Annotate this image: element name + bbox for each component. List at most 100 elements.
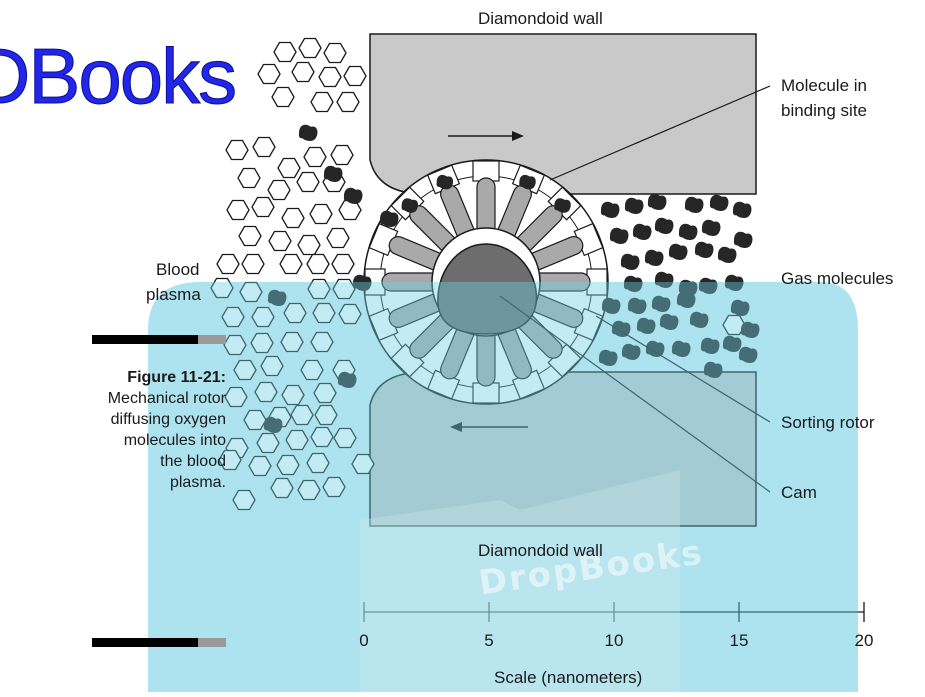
rotor-arm — [472, 327, 500, 404]
diamondoid-wall-bottom — [369, 371, 757, 527]
gas-molecule — [730, 299, 750, 316]
gas-molecule — [678, 223, 698, 240]
oxygen-molecule — [257, 63, 281, 85]
label-wall-top: Diamondoid wall — [478, 9, 603, 28]
gas-molecule — [722, 335, 742, 352]
gas-molecule — [701, 219, 721, 236]
oxygen-molecule — [233, 359, 257, 381]
oxygen-molecule — [251, 196, 275, 218]
gas-molecule — [717, 246, 737, 263]
rotor-arm — [527, 293, 604, 342]
oxygen-molecule — [281, 207, 305, 229]
oxygen-molecule — [277, 157, 301, 179]
oxygen-molecule — [268, 230, 292, 252]
oxygen-molecule — [260, 355, 284, 377]
gas-molecule — [733, 231, 753, 248]
oxygen-molecule — [290, 404, 314, 426]
rotor-arm — [368, 222, 445, 271]
bound-molecules — [401, 174, 571, 213]
gas-molecule — [598, 349, 618, 366]
scale-bar — [363, 602, 865, 622]
oxygen-molecule — [343, 65, 367, 87]
gas-molecule — [709, 194, 729, 211]
gas-molecule — [609, 227, 629, 244]
scale-tick-label: 20 — [854, 631, 874, 650]
gas-molecule — [676, 291, 696, 308]
gas-molecule — [611, 320, 631, 337]
oxygen-molecule — [306, 452, 330, 474]
label-cam: Cam — [781, 483, 817, 502]
gas-molecule — [671, 340, 691, 357]
oxygen-molecule — [309, 203, 333, 225]
oxygen-molecule — [313, 382, 337, 404]
gas-molecule — [632, 223, 652, 240]
gas-molecule — [379, 210, 399, 227]
gas-molecule — [600, 201, 620, 218]
oxygen-molecule — [303, 146, 327, 168]
oxygen-molecule — [248, 455, 272, 477]
gas-molecule — [267, 289, 287, 306]
oxygen-molecule — [273, 41, 297, 63]
leader-molecule — [549, 85, 771, 181]
gas-molecule — [624, 197, 644, 214]
gas-molecule — [298, 124, 318, 141]
sorting-rotor — [363, 159, 609, 405]
gas-molecule — [263, 416, 283, 433]
gas-molecule — [323, 165, 343, 182]
oxygen-molecule — [297, 234, 321, 256]
oxygen-molecule — [306, 253, 330, 275]
oxygen-molecule — [223, 334, 247, 356]
oxygen-molecule — [291, 61, 315, 83]
gas-molecule — [732, 201, 752, 218]
oxygen-molecule — [300, 359, 324, 381]
gas-molecule — [698, 277, 718, 294]
diamondoid-wall-top — [369, 33, 757, 195]
oxygen-molecule — [330, 144, 354, 166]
oxygen-molecule — [276, 454, 300, 476]
oxygen-molecule — [238, 225, 262, 247]
gas-molecule — [645, 340, 665, 357]
oxygen-molecule — [254, 381, 278, 403]
gas-molecule — [621, 343, 641, 360]
bound-molecule — [519, 174, 536, 190]
oxygen-molecule — [239, 281, 263, 303]
gas-molecule — [601, 297, 621, 314]
arrow-left-icon — [450, 422, 528, 432]
oxygen-molecule — [296, 171, 320, 193]
label-gas-molecules: Gas molecules — [781, 269, 894, 288]
rotor-arm — [472, 160, 500, 237]
oxygen-molecule — [336, 91, 360, 113]
gas-molecule — [659, 313, 679, 330]
oxygen-molecule — [226, 199, 250, 221]
gas-molecule — [647, 193, 667, 210]
gas-molecule — [352, 274, 372, 291]
oxygen-molecule — [310, 426, 334, 448]
gas-molecule — [620, 253, 640, 270]
gas-molecule — [703, 361, 723, 378]
oxygen-molecule — [218, 449, 242, 471]
oxygen-molecule — [298, 37, 322, 59]
oxygen-molecule — [250, 332, 274, 354]
gas-molecule — [627, 297, 647, 314]
rotor-arm — [515, 311, 582, 378]
gas-molecule — [740, 321, 760, 338]
watermark-logo: DBooks — [0, 36, 238, 117]
figure-number: Figure 11-21: — [127, 369, 226, 386]
oxygen-molecule — [279, 253, 303, 275]
scale-tick-label: 10 — [604, 631, 624, 650]
gas-molecule — [724, 274, 744, 291]
label-wall-bottom: Diamondoid wall — [478, 541, 603, 560]
gas-molecule — [654, 217, 674, 234]
oxygen-molecule — [323, 42, 347, 64]
oxygen-molecule — [224, 386, 248, 408]
oxygen-molecule — [225, 139, 249, 161]
gas-molecule — [654, 271, 674, 288]
gas-molecule — [644, 249, 664, 266]
rotor-arm — [426, 323, 475, 400]
caption-rule-bottom — [92, 638, 226, 647]
oxygen-molecule — [326, 227, 350, 249]
oxygen-molecule — [312, 302, 336, 324]
oxygen-molecule — [232, 489, 256, 511]
